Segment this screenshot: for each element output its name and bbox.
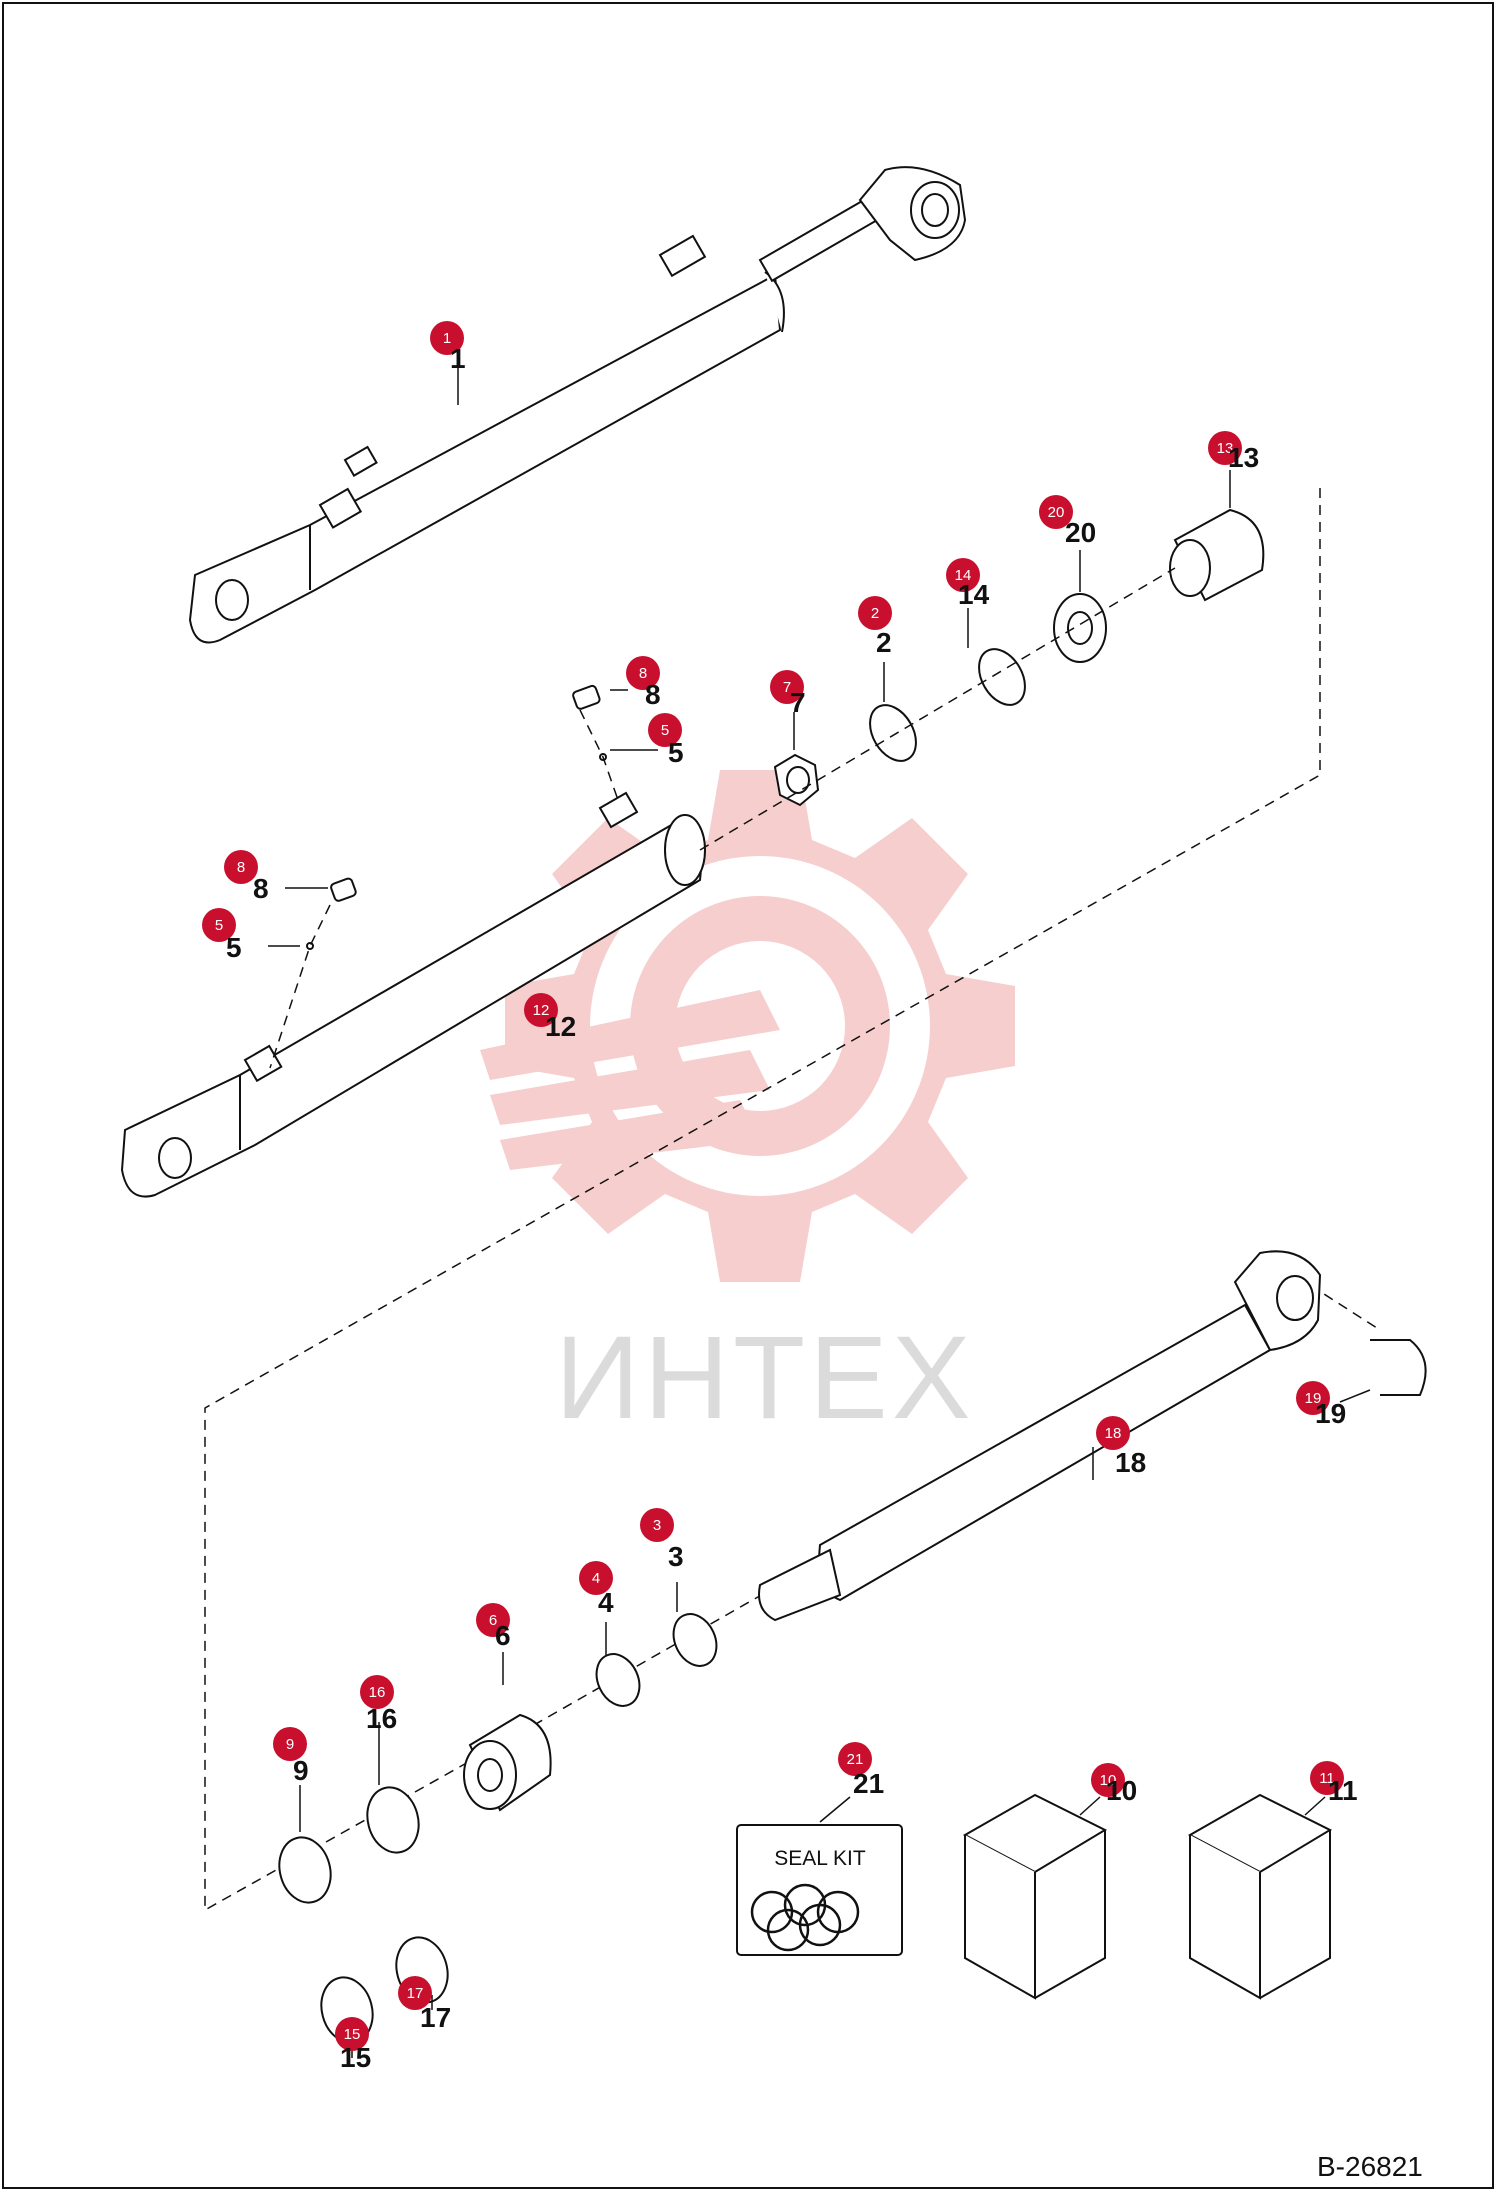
callout-16: 16 16 <box>360 1675 397 1734</box>
callout-part-label: 5 <box>226 932 242 963</box>
callout-part-label: 13 <box>1228 442 1259 473</box>
callout-badge-number: 14 <box>955 567 972 584</box>
callout-badge-number: 20 <box>1048 504 1065 521</box>
callout-3: 3 3 <box>640 1508 684 1572</box>
callout-part-label: 6 <box>495 1620 511 1651</box>
callout-part-label: 15 <box>340 2042 371 2073</box>
callout-part-label: 9 <box>293 1755 309 1786</box>
callout-badge-number: 9 <box>286 1736 294 1753</box>
callout-20: 20 20 <box>1039 495 1096 548</box>
callout-2: 2 2 <box>858 596 892 658</box>
callout-13: 13 13 <box>1208 431 1259 473</box>
watermark-text: ИНТЕХ <box>555 1312 975 1444</box>
cylinder-assembly <box>188 166 967 644</box>
callout-5-lower: 5 5 <box>202 908 242 963</box>
callout-part-label: 2 <box>876 627 892 658</box>
callout-part-label: 11 <box>1328 1775 1358 1806</box>
callout-badge-number: 13 <box>1217 440 1234 457</box>
callout-11: 11 11 <box>1310 1761 1358 1806</box>
callout-badge-number: 15 <box>344 2026 361 2043</box>
callout-badge-number: 1 <box>443 330 451 347</box>
callout-part-label: 5 <box>668 737 684 768</box>
callout-part-label: 14 <box>958 579 990 610</box>
callout-badge-number: 16 <box>369 1684 386 1701</box>
callout-part-label: 19 <box>1315 1398 1346 1429</box>
seal-kit-label: SEAL KIT <box>774 1847 866 1870</box>
callout-badge-number: 6 <box>489 1612 497 1629</box>
callout-badge-number: 4 <box>592 1570 600 1587</box>
callout-7: 7 7 <box>770 670 806 718</box>
callout-badge-number: 12 <box>533 1002 550 1019</box>
callout-6: 6 6 <box>476 1603 511 1651</box>
callout-8-lower: 8 8 <box>224 850 269 904</box>
callout-part-label: 1 <box>450 343 466 374</box>
callout-badge-number: 3 <box>653 1517 661 1534</box>
cylinder-barrel <box>120 791 706 1198</box>
callout-21: 21 21 <box>838 1742 884 1799</box>
drawing-reference: B-26821 <box>1317 2151 1423 2182</box>
callout-badge-number: 5 <box>215 917 223 934</box>
callout-part-label: 7 <box>790 687 806 718</box>
fitting-parts <box>306 684 607 950</box>
callout-part-label: 12 <box>545 1011 576 1042</box>
callout-badges: 1 1 13 13 20 20 14 14 2 2 7 7 <box>202 321 1358 2073</box>
callout-badge-number: 5 <box>661 722 669 739</box>
assembly-lines <box>204 488 1381 1912</box>
callout-15: 15 15 <box>335 2017 371 2073</box>
callout-badge-number: 7 <box>783 679 791 696</box>
callout-part-label: 17 <box>420 2002 451 2033</box>
callout-badge-number: 2 <box>871 605 879 622</box>
leader-lines <box>268 368 1371 2058</box>
callout-5-upper: 5 5 <box>648 713 684 768</box>
piston-parts <box>278 1613 718 2044</box>
callout-part-label: 3 <box>668 1541 684 1572</box>
callout-10: 10 10 <box>1091 1763 1137 1806</box>
callout-8-upper: 8 8 <box>626 656 661 710</box>
callout-1: 1 1 <box>430 321 466 374</box>
callout-9: 9 9 <box>273 1727 309 1786</box>
callout-badge-number: 21 <box>847 1751 864 1768</box>
callout-17: 17 17 <box>398 1976 451 2033</box>
callout-part-label: 20 <box>1065 517 1096 548</box>
callout-part-label: 8 <box>645 679 661 710</box>
callout-part-label: 8 <box>253 873 269 904</box>
callout-badge-number: 10 <box>1100 1772 1117 1789</box>
callout-badge-number: 8 <box>639 665 647 682</box>
callout-badge-number: 17 <box>407 1985 424 2002</box>
callout-part-label: 18 <box>1115 1447 1146 1478</box>
seal-kit: SEAL KIT <box>736 1824 903 1956</box>
callout-part-label: 10 <box>1106 1775 1137 1806</box>
callout-part-label: 16 <box>366 1703 397 1734</box>
callout-badge-number: 11 <box>1319 1770 1335 1787</box>
callout-badge-number: 18 <box>1105 1425 1122 1442</box>
callout-19: 19 19 <box>1296 1381 1346 1429</box>
box-parts <box>962 1793 1333 2000</box>
callout-part-label: 4 <box>598 1587 614 1618</box>
callout-part-label: 21 <box>853 1768 884 1799</box>
callout-4: 4 4 <box>579 1561 614 1618</box>
head-parts <box>773 508 1265 807</box>
callout-badge-number: 8 <box>237 859 245 876</box>
piston-rod <box>758 1250 1427 1622</box>
callout-badge-number: 19 <box>1305 1390 1322 1407</box>
watermark-logo: ИНТЕХ <box>480 770 1015 1444</box>
callout-12: 12 12 <box>524 993 576 1042</box>
callout-18: 18 18 <box>1096 1416 1146 1478</box>
callout-14: 14 14 <box>946 558 990 610</box>
